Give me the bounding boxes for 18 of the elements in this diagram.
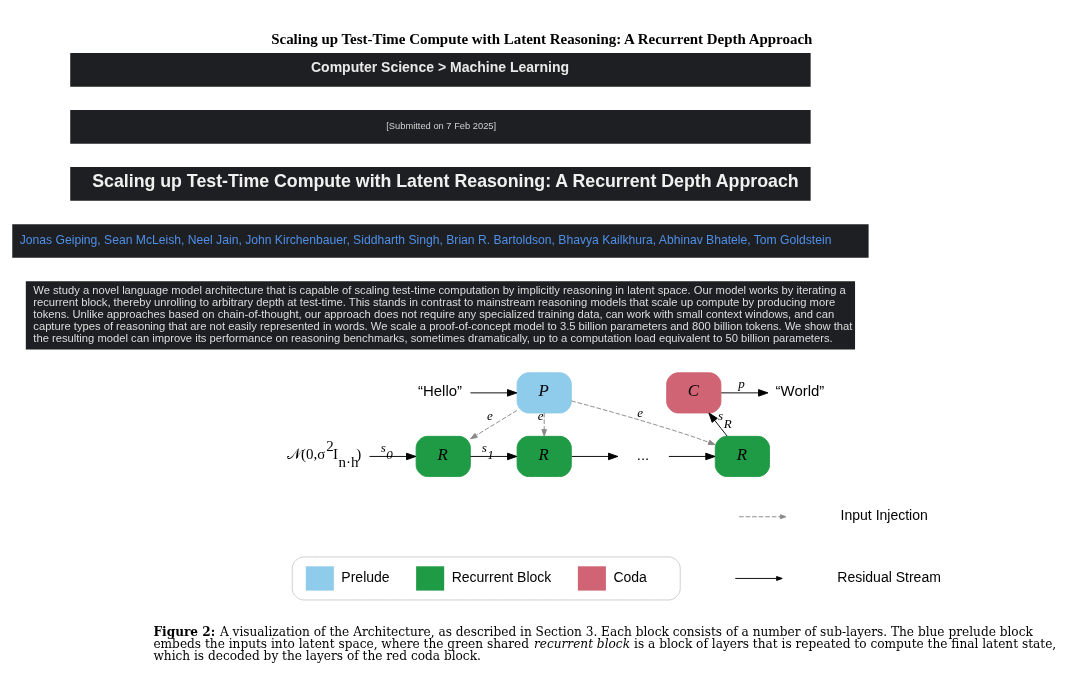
legend-label: Input Injection <box>840 507 928 524</box>
edge-label: p <box>738 376 745 392</box>
legend-label: Recurrent Block <box>451 568 552 585</box>
diagram-title: Scaling up Test-Time Compute with Latent Reasoning: A Recurrent Depth Approach <box>271 30 813 47</box>
label: Computer Science > Machine Learning <box>310 59 570 76</box>
edge-label: e <box>637 404 644 420</box>
label: Jonas Geiping, Sean McLeish, Neel Jain, John Kirchenbauer, Siddharth Singh, Brian R. Bartoldson, Bhavya Kailkhura, Abhinav Bhatele, Tom Goldstein <box>19 233 832 248</box>
legend-label: Coda <box>613 568 647 585</box>
edge-label: e <box>487 408 493 424</box>
node-text: ... <box>636 446 650 463</box>
legend-label: Prelude <box>341 568 390 585</box>
label: [Submitted on 7 Feb 2025] <box>386 121 497 132</box>
label: We study a novel language model architecture that is capable of scaling test-time computation by implicitly reasoning in latent space. Our model works by iterating a recurrent block, thereby unrolling to arbitrary depth at test-time. This stands in contrast to mainstream reasoning models that scale up compute by producing more tokens. Unlike approaches based on chain-of-thought, our approach does not require any specialized training data, can work with small context windows, and can capture types of reasoning that are not easily represented in words. We scale a proof-of-concept model to 3.5 billion parameters and 800 billion tokens. We show that the resulting model can improve its performance on reasoning benchmarks, sometimes dramatically, up to a computation load equivalent to 50 billion parameters. <box>33 283 853 345</box>
caption: Figure 2: A visualization of the Architecture, as described in Section 3. Each block consists of a number of sub-layers. The blue prelude block embeds the inputs into latent space, where the green shared recurrent block is a block of layers that is repeated to compute the final latent state, which is decoded by the layers of the red coda block. <box>153 624 1057 664</box>
legend-label: Residual Stream <box>837 568 941 585</box>
node-text: “Hello” <box>418 382 462 400</box>
node-text: “World” <box>775 382 825 400</box>
label: Scaling up Test-Time Compute with Latent Reasoning: A Recurrent Depth Approach <box>92 171 799 192</box>
